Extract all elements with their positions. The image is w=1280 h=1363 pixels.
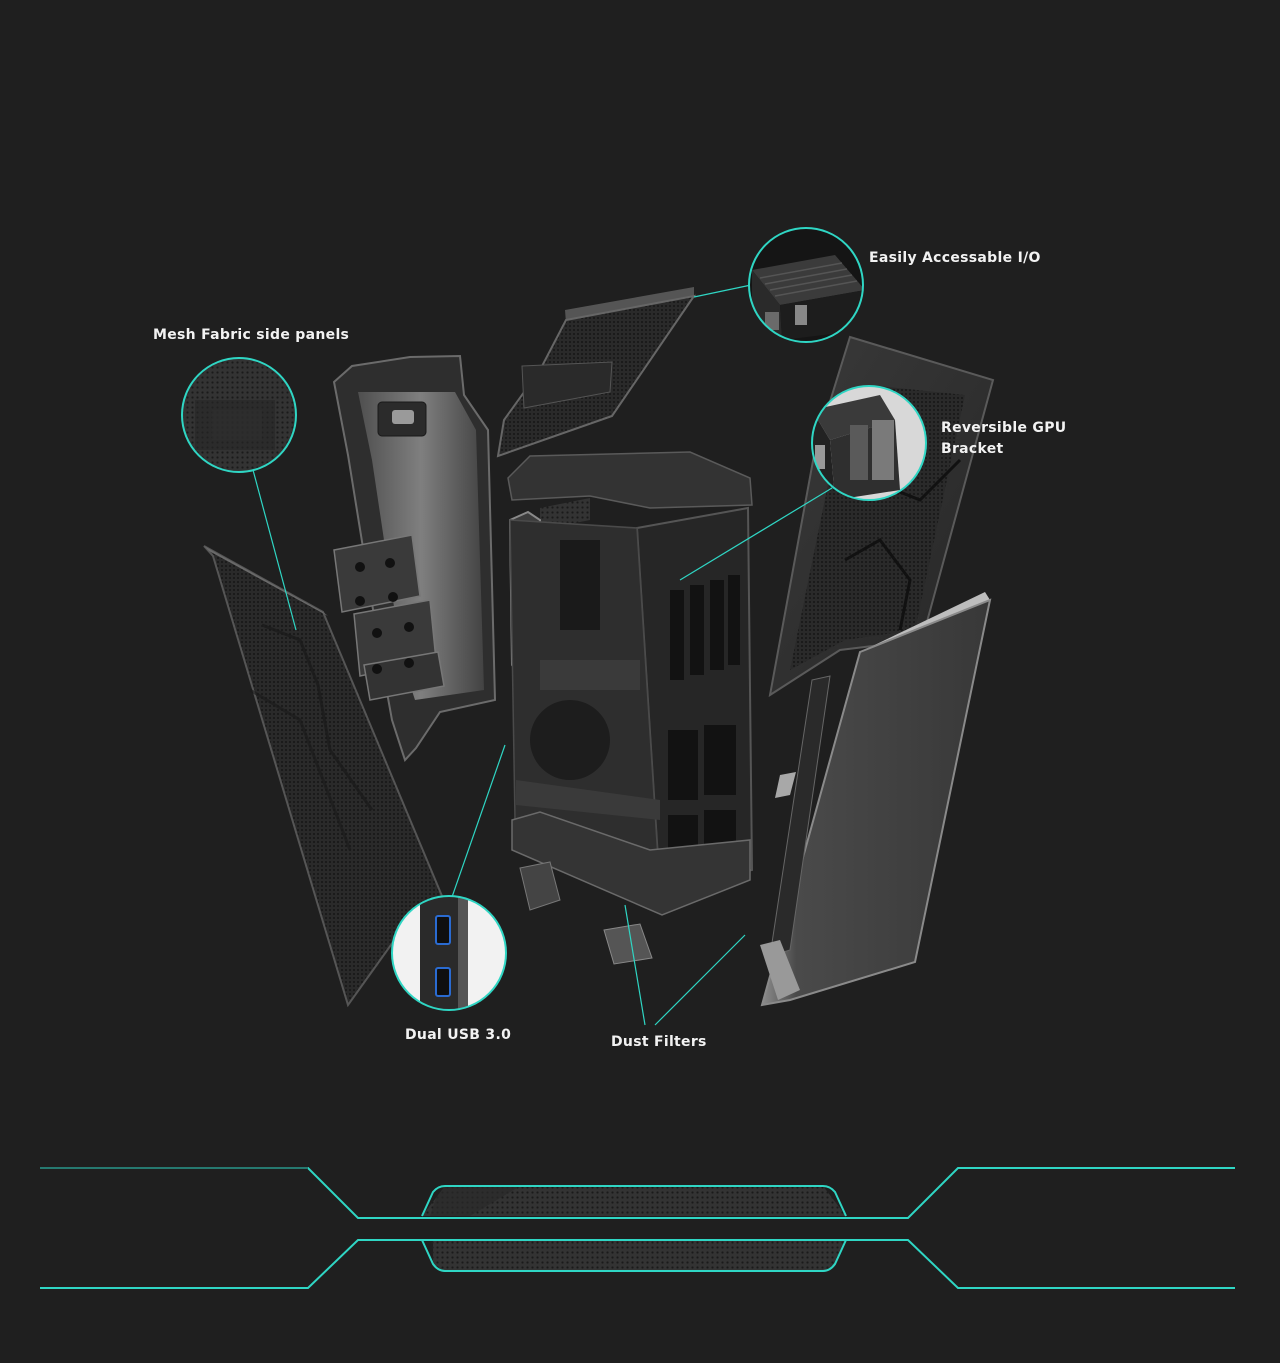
gpu-bracket-callout-label: Reversible GPU Bracket — [941, 418, 1066, 460]
usb-callout-label: Dual USB 3.0 — [405, 1027, 512, 1043]
usb-detail-bubble — [391, 895, 507, 1011]
io-callout-label: Easily Accessable I/O — [869, 250, 1041, 266]
usb-port-icon — [435, 967, 451, 997]
usb-port-icon — [435, 915, 451, 945]
gpu-bracket-label-line2: Bracket — [941, 441, 1004, 457]
mesh-side-panel-left — [203, 545, 444, 1008]
chassis-frame — [507, 451, 754, 965]
gpu-bracket-label-line1: Reversible GPU — [941, 420, 1067, 436]
bottom-decorative-divider — [40, 1167, 1235, 1289]
top-mesh-panel — [496, 287, 697, 458]
gpu-bracket-detail-bubble — [811, 385, 927, 501]
mesh-fabric-callout-label: Mesh Fabric side panels — [153, 327, 350, 343]
front-panel — [760, 592, 992, 1007]
drive-cage — [333, 534, 445, 701]
motherboard-tray-panel — [332, 354, 497, 762]
callout-connectors — [252, 284, 833, 1026]
dust-filters-callout-label: Dust Filters — [611, 1034, 707, 1050]
io-detail-bubble — [748, 227, 864, 343]
mesh-detail-bubble — [181, 357, 297, 473]
